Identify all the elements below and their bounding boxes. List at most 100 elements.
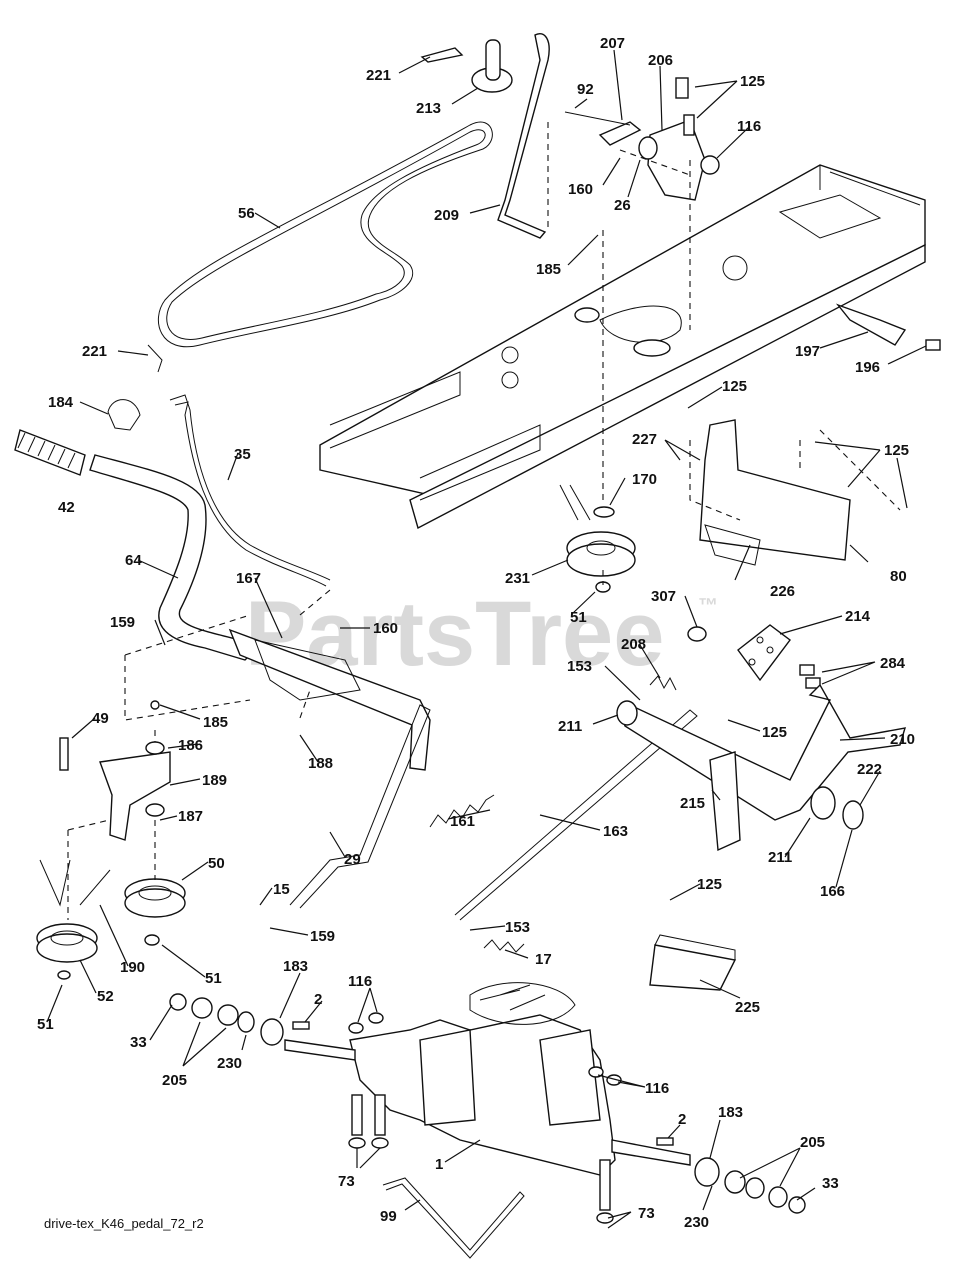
mount-bracket-part — [649, 934, 737, 991]
idler-bracket-part — [59, 700, 171, 841]
callout-215: 215 — [680, 795, 705, 812]
callout-230: 230 — [684, 1214, 709, 1231]
callout-50: 50 — [208, 855, 225, 872]
callout-33: 33 — [130, 1034, 147, 1051]
bracket-197-part — [835, 303, 941, 351]
callout-125: 125 — [884, 442, 909, 459]
lever-part — [497, 33, 550, 239]
callout-labels: 221 213 207 206 125 92 116 160 26 209 56… — [37, 35, 915, 1231]
callout-160: 160 — [568, 181, 593, 198]
callout-73: 73 — [338, 1173, 355, 1190]
callout-230: 230 — [217, 1055, 242, 1072]
callout-205: 205 — [800, 1134, 825, 1151]
washer-part — [169, 993, 806, 1214]
pedal-bracket-part — [687, 624, 821, 689]
callout-214: 214 — [845, 608, 871, 625]
rod-part — [124, 589, 698, 921]
diagram-filename: drive-tex_K46_pedal_72_r2 — [44, 1216, 204, 1231]
callout-307: 307 — [651, 588, 676, 605]
callout-189: 189 — [202, 772, 227, 789]
callout-167: 167 — [236, 570, 261, 587]
callout-125: 125 — [697, 876, 722, 893]
callout-184: 184 — [48, 394, 74, 411]
callout-183: 183 — [283, 958, 308, 975]
spring-part — [429, 675, 677, 953]
callout-56: 56 — [238, 205, 255, 222]
watermark-trademark: ™ — [698, 595, 718, 617]
callout-185: 185 — [203, 714, 228, 731]
callout-2: 2 — [314, 991, 322, 1008]
shield-part — [689, 419, 901, 566]
callout-222: 222 — [857, 761, 882, 778]
callout-29: 29 — [344, 851, 361, 868]
callout-183: 183 — [718, 1104, 743, 1121]
callout-80: 80 — [890, 568, 907, 585]
callout-211: 211 — [558, 718, 582, 735]
callout-210: 210 — [890, 731, 915, 748]
pulley-part — [36, 730, 186, 980]
callout-231: 231 — [505, 570, 530, 587]
leader-lines — [46, 49, 927, 1229]
callout-206: 206 — [648, 52, 673, 69]
callout-125: 125 — [722, 378, 747, 395]
callout-116: 116 — [737, 118, 761, 135]
callout-226: 226 — [770, 583, 795, 600]
callout-26: 26 — [614, 197, 631, 214]
callout-159: 159 — [310, 928, 335, 945]
callout-209: 209 — [434, 207, 459, 224]
callout-197: 197 — [795, 343, 820, 360]
callout-49: 49 — [92, 710, 109, 727]
callout-51: 51 — [205, 970, 222, 987]
callout-73: 73 — [638, 1205, 655, 1222]
center-pulley-part — [559, 340, 636, 593]
callout-35: 35 — [234, 446, 251, 463]
callout-153: 153 — [567, 658, 592, 675]
callout-1: 1 — [435, 1156, 443, 1173]
callout-208: 208 — [621, 636, 646, 653]
callout-51: 51 — [37, 1016, 54, 1033]
callout-186: 186 — [178, 737, 203, 754]
transaxle-part — [284, 982, 691, 1224]
callout-99: 99 — [380, 1208, 397, 1225]
callout-2: 2 — [678, 1111, 686, 1128]
callout-161: 161 — [450, 813, 475, 830]
callout-125: 125 — [740, 73, 765, 90]
callout-116: 116 — [348, 973, 372, 990]
callout-17: 17 — [535, 951, 552, 968]
callout-51: 51 — [570, 609, 587, 626]
callout-207: 207 — [600, 35, 625, 52]
callout-116: 116 — [645, 1080, 669, 1097]
callout-159: 159 — [110, 614, 135, 631]
callout-33: 33 — [822, 1175, 839, 1192]
callout-52: 52 — [97, 988, 114, 1005]
callout-187: 187 — [178, 808, 203, 825]
frame-part — [319, 164, 926, 530]
callout-227: 227 — [632, 431, 657, 448]
callout-221: 221 — [82, 343, 107, 360]
callout-160: 160 — [373, 620, 398, 637]
callout-185: 185 — [536, 261, 561, 278]
callout-125: 125 — [762, 724, 787, 741]
callout-225: 225 — [735, 999, 760, 1016]
callout-64: 64 — [125, 552, 142, 569]
callout-205: 205 — [162, 1072, 187, 1089]
callout-15: 15 — [273, 881, 290, 898]
callout-166: 166 — [820, 883, 845, 900]
callout-190: 190 — [120, 959, 145, 976]
callout-163: 163 — [603, 823, 628, 840]
callout-221: 221 — [366, 67, 391, 84]
pedal-shaft-part — [616, 683, 906, 852]
bracket-part — [547, 77, 720, 340]
callout-170: 170 — [632, 471, 657, 488]
callout-188: 188 — [308, 755, 333, 772]
callout-42: 42 — [58, 499, 75, 516]
knob-part — [420, 39, 513, 93]
cable-part — [169, 394, 331, 587]
belt-part — [157, 121, 493, 348]
callout-153: 153 — [505, 919, 530, 936]
handle-part — [14, 344, 431, 771]
callout-213: 213 — [416, 100, 441, 117]
callout-196: 196 — [855, 359, 880, 376]
callout-211: 211 — [768, 849, 792, 866]
